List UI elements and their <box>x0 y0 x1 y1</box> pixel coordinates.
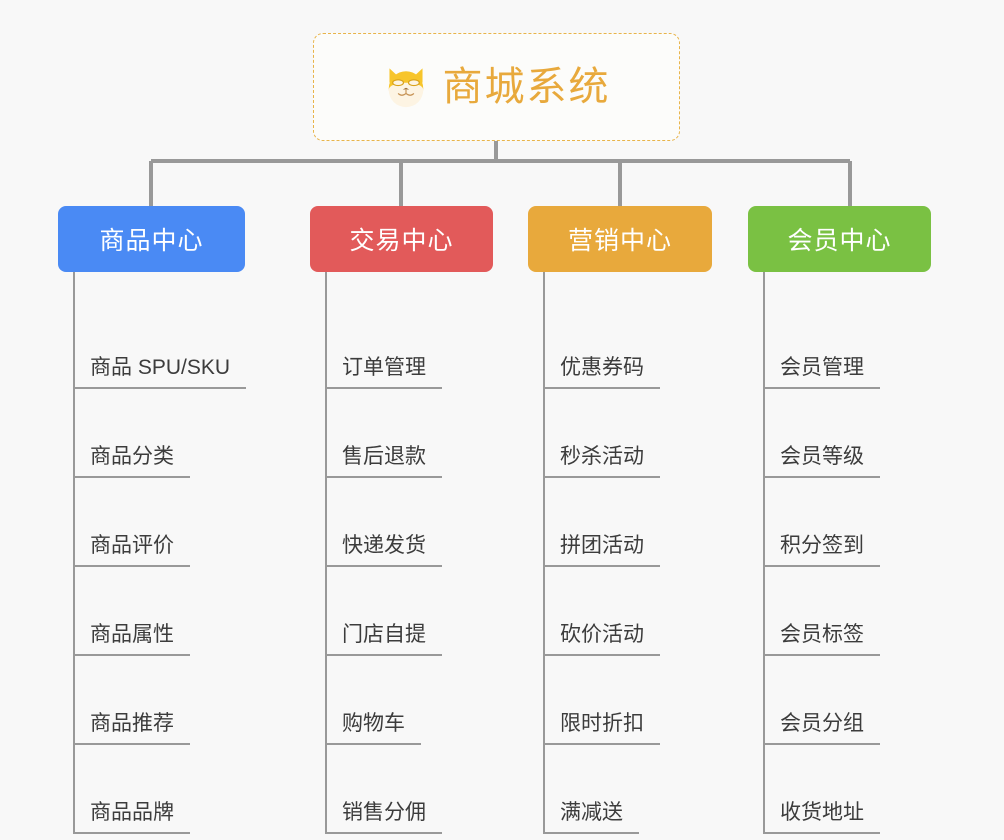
leaf-item[interactable]: 售后退款 <box>310 389 493 478</box>
leaf-underline: 拼团活动 <box>544 534 660 567</box>
leaf-item[interactable]: 拼团活动 <box>528 478 712 567</box>
leaf-item[interactable]: 商品分类 <box>58 389 245 478</box>
category-header-marketing-center[interactable]: 营销中心 <box>528 206 712 272</box>
leaf-label: 商品属性 <box>90 622 174 646</box>
leaf-underline: 商品 SPU/SKU <box>74 355 247 389</box>
leaf-underline: 订单管理 <box>326 356 442 389</box>
leaf-list-member-center: 会员管理会员等级积分签到会员标签会员分组收货地址 <box>748 272 931 834</box>
category-header-label: 交易中心 <box>349 227 454 255</box>
branch-spine <box>763 272 765 834</box>
leaf-underline: 商品属性 <box>74 623 190 656</box>
leaf-item[interactable]: 会员等级 <box>748 389 931 478</box>
leaf-item[interactable]: 收货地址 <box>748 745 931 834</box>
leaf-underline: 会员标签 <box>764 623 880 656</box>
leaf-underline: 门店自提 <box>326 623 442 656</box>
leaf-underline: 限时折扣 <box>544 712 660 745</box>
leaf-item[interactable]: 会员分组 <box>748 656 931 745</box>
leaf-label: 商品品牌 <box>90 800 174 824</box>
leaf-item[interactable]: 购物车 <box>310 656 493 745</box>
leaf-label: 满减送 <box>560 800 623 824</box>
leaf-label: 秒杀活动 <box>560 444 644 468</box>
leaf-item[interactable]: 快递发货 <box>310 478 493 567</box>
root-title: 商城系统 <box>442 65 611 109</box>
category-header-label: 营销中心 <box>567 227 672 255</box>
category-header-trade-center[interactable]: 交易中心 <box>310 206 493 272</box>
leaf-underline: 购物车 <box>326 712 421 745</box>
leaf-list-marketing-center: 优惠券码秒杀活动拼团活动砍价活动限时折扣满减送 <box>528 272 712 834</box>
leaf-underline: 销售分佣 <box>326 801 442 834</box>
leaf-underline: 商品分类 <box>74 445 190 478</box>
branch-spine <box>73 272 75 834</box>
leaf-underline: 快递发货 <box>326 534 442 567</box>
leaf-underline: 售后退款 <box>326 445 442 478</box>
leaf-item[interactable]: 商品推荐 <box>58 656 245 745</box>
category-header-member-center[interactable]: 会员中心 <box>748 206 931 272</box>
leaf-label: 会员管理 <box>780 355 864 379</box>
leaf-label: 砍价活动 <box>560 622 644 646</box>
leaf-label: 会员分组 <box>780 711 864 735</box>
category-column-product-center: 商品中心商品 SPU/SKU 商品分类商品评价商品属性商品推荐商品品牌 <box>58 206 247 834</box>
category-header-label: 会员中心 <box>787 227 892 255</box>
leaf-label: 限时折扣 <box>560 711 644 735</box>
leaf-item[interactable]: 商品 SPU/SKU <box>58 300 247 389</box>
leaf-underline: 优惠券码 <box>544 356 660 389</box>
leaf-item[interactable]: 会员标签 <box>748 567 931 656</box>
leaf-item[interactable]: 门店自提 <box>310 567 493 656</box>
category-column-member-center: 会员中心会员管理会员等级积分签到会员标签会员分组收货地址 <box>748 206 931 834</box>
leaf-item[interactable]: 订单管理 <box>310 300 493 389</box>
leaf-list-trade-center: 订单管理售后退款快递发货门店自提购物车销售分佣 <box>310 272 493 834</box>
leaf-label: 积分签到 <box>780 533 864 557</box>
leaf-label: 会员等级 <box>780 444 864 468</box>
leaf-item[interactable]: 秒杀活动 <box>528 389 712 478</box>
leaf-label: 销售分佣 <box>342 800 426 824</box>
leaf-underline: 收货地址 <box>764 801 880 834</box>
leaf-label: 商品推荐 <box>90 711 174 735</box>
leaf-label: 商品评价 <box>90 533 174 557</box>
leaf-item[interactable]: 商品评价 <box>58 478 245 567</box>
leaf-underline: 商品评价 <box>74 534 190 567</box>
leaf-item[interactable]: 销售分佣 <box>310 745 493 834</box>
leaf-underline: 会员管理 <box>764 356 880 389</box>
leaf-underline: 商品推荐 <box>74 712 190 745</box>
leaf-item[interactable]: 砍价活动 <box>528 567 712 656</box>
leaf-label: 收货地址 <box>780 800 864 824</box>
category-column-trade-center: 交易中心订单管理售后退款快递发货门店自提购物车销售分佣 <box>310 206 493 834</box>
leaf-label: 订单管理 <box>342 355 426 379</box>
leaf-underline: 商品品牌 <box>74 801 190 834</box>
leaf-label: 优惠券码 <box>560 355 644 379</box>
leaf-label: 门店自提 <box>342 622 426 646</box>
leaf-item[interactable]: 积分签到 <box>748 478 931 567</box>
leaf-label: 商品分类 <box>90 444 174 468</box>
shiba-dog-face-icon <box>383 64 429 110</box>
branch-spine <box>325 272 327 834</box>
leaf-label: 商品 SPU/SKU <box>90 355 231 379</box>
branch-spine <box>543 272 545 834</box>
leaf-underline: 会员等级 <box>764 445 880 478</box>
leaf-item[interactable]: 商品品牌 <box>58 745 245 834</box>
leaf-label: 会员标签 <box>780 622 864 646</box>
category-header-label: 商品中心 <box>99 227 204 255</box>
leaf-underline: 满减送 <box>544 801 639 834</box>
leaf-item[interactable]: 限时折扣 <box>528 656 712 745</box>
leaf-item[interactable]: 会员管理 <box>748 300 931 389</box>
root-node[interactable]: 商城系统 <box>313 33 680 141</box>
leaf-label: 售后退款 <box>342 444 426 468</box>
leaf-underline: 秒杀活动 <box>544 445 660 478</box>
category-header-product-center[interactable]: 商品中心 <box>58 206 245 272</box>
leaf-label: 快递发货 <box>342 533 426 557</box>
leaf-label: 购物车 <box>342 711 405 735</box>
leaf-underline: 砍价活动 <box>544 623 660 656</box>
leaf-list-product-center: 商品 SPU/SKU 商品分类商品评价商品属性商品推荐商品品牌 <box>58 272 247 834</box>
leaf-item[interactable]: 满减送 <box>528 745 712 834</box>
leaf-label: 拼团活动 <box>560 533 644 557</box>
category-column-marketing-center: 营销中心优惠券码秒杀活动拼团活动砍价活动限时折扣满减送 <box>528 206 712 834</box>
leaf-underline: 积分签到 <box>764 534 880 567</box>
leaf-underline: 会员分组 <box>764 712 880 745</box>
leaf-item[interactable]: 商品属性 <box>58 567 245 656</box>
leaf-item[interactable]: 优惠券码 <box>528 300 712 389</box>
